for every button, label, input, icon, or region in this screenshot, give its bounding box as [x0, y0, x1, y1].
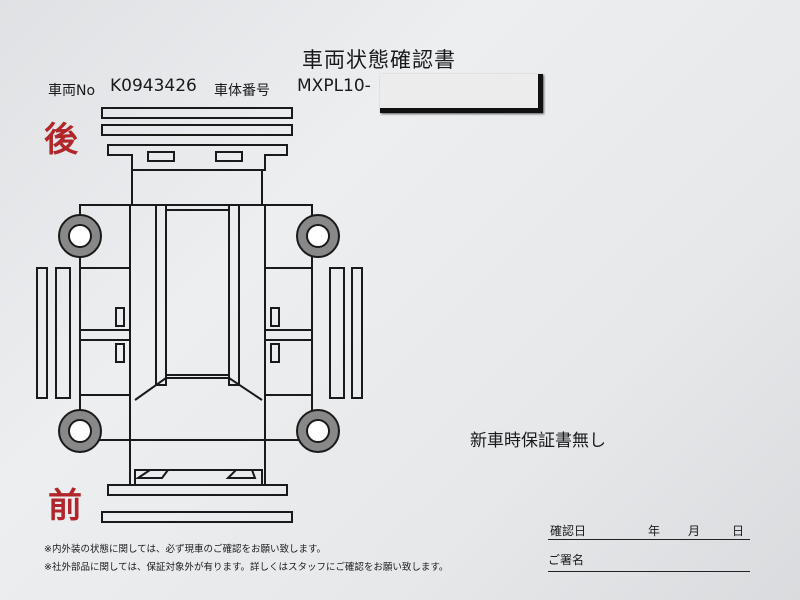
footnote: ※社外部品に関しては、保証対象外が有ります。詳しくはスタッフにご確認をお願い致し… [44, 562, 449, 573]
document-title: 車両状態確認書 [302, 48, 456, 72]
chassis-number: MXPL10- [297, 76, 371, 96]
year-label: 年 [648, 524, 661, 538]
signature-field: ご署名 [548, 551, 750, 572]
date-label: 確認日 [550, 524, 587, 538]
signature-label: ご署名 [548, 553, 585, 567]
warranty-note: 新車時保証書無し [470, 431, 606, 451]
chassis-number-label: 車体番号 [214, 83, 270, 99]
footnote: ※内外装の状態に関しては、必ず現車のご確認をお願い致します。 [44, 544, 327, 555]
front-label: 前 [48, 486, 82, 526]
month-label: 月 [688, 524, 701, 538]
day-label: 日 [732, 524, 745, 538]
confirmation-date-field: 確認日 年 月 日 [548, 522, 750, 540]
vehicle-number-label: 車両No [48, 83, 96, 99]
rear-label: 後 [44, 120, 78, 160]
vehicle-number: K0943426 [110, 76, 197, 96]
redaction-sticker [380, 74, 543, 113]
